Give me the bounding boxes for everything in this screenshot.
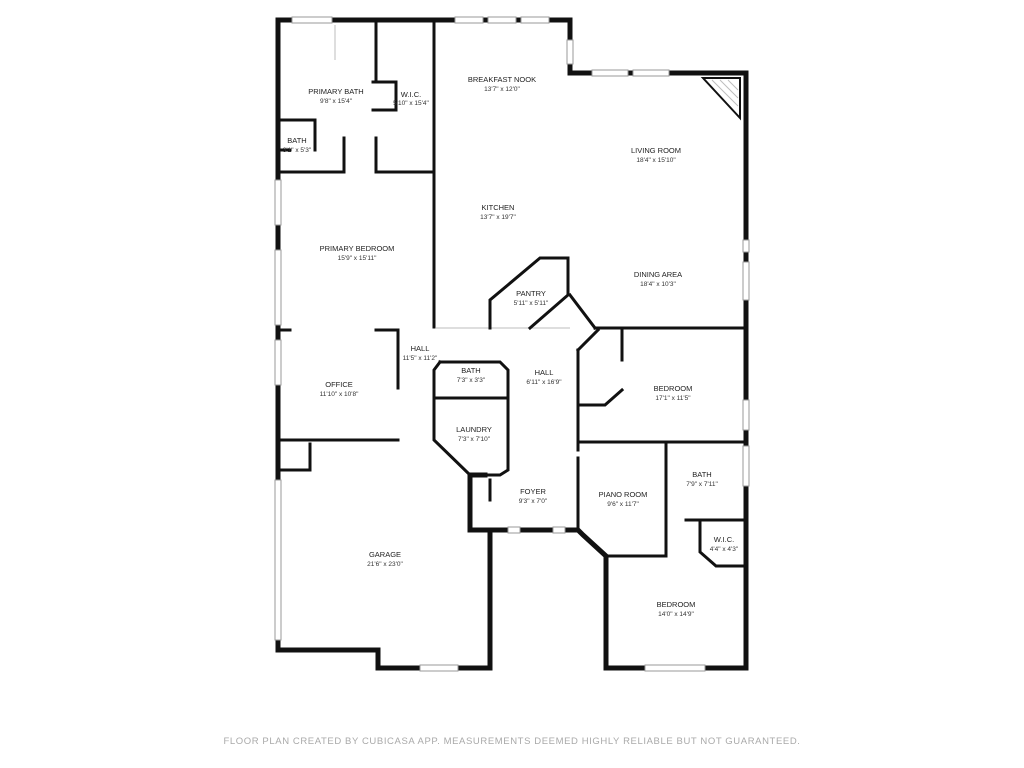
room-label-bath-hall: BATH 7'3" x 3'3" [457,366,486,384]
room-label-bedroom-south: BEDROOM 14'0" x 14'9" [657,600,696,618]
svg-text:4'4" x 4'3": 4'4" x 4'3" [710,546,739,553]
room-label-wic-east: W.I.C. 4'4" x 4'3" [710,535,739,553]
svg-text:11'10" x 10'8": 11'10" x 10'8" [320,391,359,398]
svg-text:BEDROOM: BEDROOM [657,600,696,609]
svg-text:BREAKFAST NOOK: BREAKFAST NOOK [468,75,536,84]
room-label-dining-area: DINING AREA 18'4" x 10'3" [634,270,682,288]
room-label-wic-primary: W.I.C. 5'10" x 15'4" [393,90,429,107]
svg-text:HALL: HALL [411,344,430,353]
svg-text:7'9" x 7'11": 7'9" x 7'11" [686,481,718,488]
svg-text:OFFICE: OFFICE [325,380,353,389]
svg-text:18'4" x 15'10": 18'4" x 15'10" [636,157,676,164]
windows [274,16,750,672]
exterior-walls [275,17,749,671]
room-label-kitchen: KITCHEN 13'7" x 19'7" [480,203,516,221]
room-label-pantry: PANTRY 5'11" x 5'11" [514,289,549,307]
svg-text:KITCHEN: KITCHEN [482,203,515,212]
svg-text:15'9" x 15'11": 15'9" x 15'11" [338,255,377,262]
fireplace-icon [700,77,741,121]
svg-text:FOYER: FOYER [520,487,546,496]
room-label-primary-bath: PRIMARY BATH 9'8" x 15'4" [308,87,363,105]
room-label-office: OFFICE 11'10" x 10'8" [320,380,359,398]
room-label-living-room: LIVING ROOM 18'4" x 15'10" [631,146,681,164]
svg-text:9'6" x 11'7": 9'6" x 11'7" [607,501,639,508]
svg-text:18'4" x 10'3": 18'4" x 10'3" [640,281,676,288]
svg-text:7'3" x 3'3": 7'3" x 3'3" [457,377,486,384]
room-label-bath-small: BATH 3'1" x 5'3" [283,136,312,154]
svg-text:13'7" x 19'7": 13'7" x 19'7" [480,214,516,221]
svg-text:14'0" x 14'9": 14'0" x 14'9" [658,611,694,618]
room-label-hall-center: HALL 6'11" x 16'9" [526,368,562,386]
svg-text:BATH: BATH [287,136,306,145]
svg-text:7'3" x 7'10": 7'3" x 7'10" [458,436,491,443]
svg-text:6'11" x 16'9": 6'11" x 16'9" [526,379,562,386]
svg-text:11'5" x 11'2": 11'5" x 11'2" [403,355,438,362]
svg-text:21'6" x 23'0": 21'6" x 23'0" [367,561,403,568]
room-label-piano-room: PIANO ROOM 9'6" x 11'7" [599,490,648,508]
room-label-foyer: FOYER 9'3" x 7'0" [519,487,548,505]
room-label-laundry: LAUNDRY 7'3" x 7'10" [456,425,492,443]
svg-text:PIANO ROOM: PIANO ROOM [599,490,648,499]
svg-text:HALL: HALL [535,368,554,377]
interior-walls [276,18,748,568]
svg-text:5'10" x 15'4": 5'10" x 15'4" [393,100,429,107]
svg-text:3'1" x 5'3": 3'1" x 5'3" [283,147,312,154]
svg-text:W.I.C.: W.I.C. [714,535,734,544]
footer-disclaimer: FLOOR PLAN CREATED BY CUBICASA APP. MEAS… [223,736,801,747]
room-label-hall-west: HALL 11'5" x 11'2" [403,344,438,362]
svg-text:BEDROOM: BEDROOM [654,384,693,393]
svg-text:BATH: BATH [692,470,711,479]
svg-text:5'11" x 5'11": 5'11" x 5'11" [514,300,549,307]
svg-text:DINING AREA: DINING AREA [634,270,682,279]
svg-text:BATH: BATH [461,366,480,375]
room-label-breakfast-nook: BREAKFAST NOOK 13'7" x 12'0" [468,75,536,93]
svg-text:LIVING ROOM: LIVING ROOM [631,146,681,155]
svg-text:LAUNDRY: LAUNDRY [456,425,492,434]
svg-text:GARAGE: GARAGE [369,550,401,559]
svg-text:9'3" x 7'0": 9'3" x 7'0" [519,498,548,505]
room-label-garage: GARAGE 21'6" x 23'0" [367,550,403,568]
svg-text:PANTRY: PANTRY [516,289,546,298]
room-label-primary-bedroom: PRIMARY BEDROOM 15'9" x 15'11" [320,244,395,262]
svg-text:9'8" x 15'4": 9'8" x 15'4" [320,98,353,105]
room-label-bath-east: BATH 7'9" x 7'11" [686,470,718,488]
svg-text:13'7" x 12'0": 13'7" x 12'0" [484,86,520,93]
svg-text:PRIMARY BATH: PRIMARY BATH [308,87,363,96]
svg-text:PRIMARY BEDROOM: PRIMARY BEDROOM [320,244,395,253]
svg-text:W.I.C.: W.I.C. [401,90,421,99]
room-label-bedroom-east: BEDROOM 17'1" x 11'5" [654,384,693,402]
svg-text:17'1" x 11'5": 17'1" x 11'5" [655,395,691,402]
